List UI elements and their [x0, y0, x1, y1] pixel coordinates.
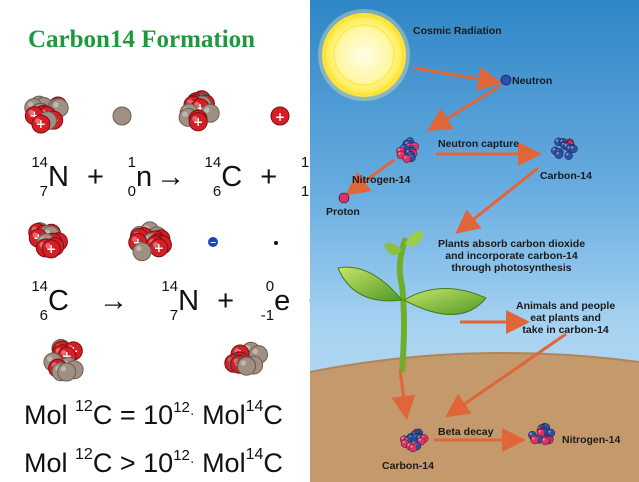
nucleus-3b: +++++	[224, 341, 268, 376]
label-nitrogen-14-bottom: Nitrogen-14	[562, 434, 621, 446]
neutron-ball	[132, 242, 152, 262]
proton-ball: +	[149, 238, 169, 258]
proton-ball: +	[41, 239, 61, 259]
svg-text:+: +	[195, 101, 205, 115]
ground-soil	[310, 353, 639, 482]
svg-text:+: +	[193, 115, 203, 129]
arrow-animals-to-carbon	[445, 332, 567, 418]
proton-icon	[338, 192, 350, 204]
electron: −	[208, 237, 218, 247]
arrow-to-neutron	[413, 66, 502, 91]
arrow-neutron-to-nitrogen	[426, 84, 501, 132]
neutron-ball	[237, 356, 257, 376]
svg-text:+: +	[133, 235, 143, 249]
carbon-nucleus-1: ++++++++	[178, 90, 220, 132]
carbon-14-bottom-icon	[399, 428, 429, 453]
carbon-cycle-diagram: Cosmic Radiation Neutron Neutron capture…	[310, 0, 639, 482]
arrow-carbon-to-plants	[455, 166, 539, 234]
neutron-ball	[57, 362, 77, 382]
label-animals-eat: Animals and people eat plants and take i…	[516, 300, 616, 336]
svg-text:+: +	[46, 242, 56, 256]
label-beta-decay: Beta decay	[438, 426, 494, 438]
arrow-plant-to-carbon	[391, 369, 416, 420]
free-neutron	[112, 106, 132, 126]
label-proton: Proton	[326, 206, 360, 218]
nitrogen-nucleus-2: +++++++++	[128, 221, 172, 262]
label-neutron-capture: Neutron capture	[438, 138, 520, 150]
nitrogen-14-top-icon	[396, 137, 419, 163]
plant-icon	[337, 231, 487, 373]
svg-text:+: +	[62, 349, 72, 363]
svg-text:+: +	[275, 110, 285, 124]
svg-text:+: +	[29, 109, 39, 123]
nitrogen-nucleus-1: ++++++	[24, 95, 69, 134]
nuclei-illustrations: ++++++++++++++++++++++++++++++++++++++++…	[24, 90, 290, 382]
left-panel: Carbon14 Formation +++++++++++++++++++++…	[0, 0, 362, 482]
proton-ball: +	[188, 112, 208, 132]
free-proton: +	[270, 106, 290, 126]
label-carbon-14-top: Carbon-14	[540, 170, 592, 182]
neutron-icon	[500, 74, 512, 86]
proton-ball: +	[31, 114, 51, 134]
label-cosmic-radiation: Cosmic Radiation	[413, 25, 502, 37]
antineutrino-dot	[274, 241, 278, 245]
nucleus-3a: +++++	[43, 338, 84, 382]
ratio-equals: Mol 12C = 1012· Mol14C	[24, 398, 283, 430]
process-arrows	[345, 66, 567, 452]
label-carbon-14-bottom: Carbon-14	[382, 460, 434, 472]
label-nitrogen-14-top: Nitrogen-14	[352, 174, 411, 186]
carbon-nucleus-2: +++++++++	[28, 222, 68, 259]
page-title: Carbon14 Formation	[28, 26, 256, 53]
nuclei-icons	[338, 74, 578, 453]
carbon-14-top-icon	[550, 137, 578, 160]
ratio-greater: Mol 12C > 1012· Mol14C	[24, 446, 283, 478]
electron-particle: 0-1	[260, 278, 275, 324]
sun-icon	[318, 9, 410, 101]
svg-text:+: +	[36, 117, 46, 131]
label-plants-absorb: Plants absorb carbon dioxide and incorpo…	[438, 238, 586, 274]
svg-text:−: −	[210, 238, 217, 247]
svg-text:+: +	[154, 241, 164, 255]
arrow-to-proton	[345, 158, 395, 196]
label-neutron: Neutron	[512, 75, 553, 87]
cycle-illustration	[310, 9, 639, 482]
nitrogen-14-bottom-icon	[528, 423, 556, 446]
